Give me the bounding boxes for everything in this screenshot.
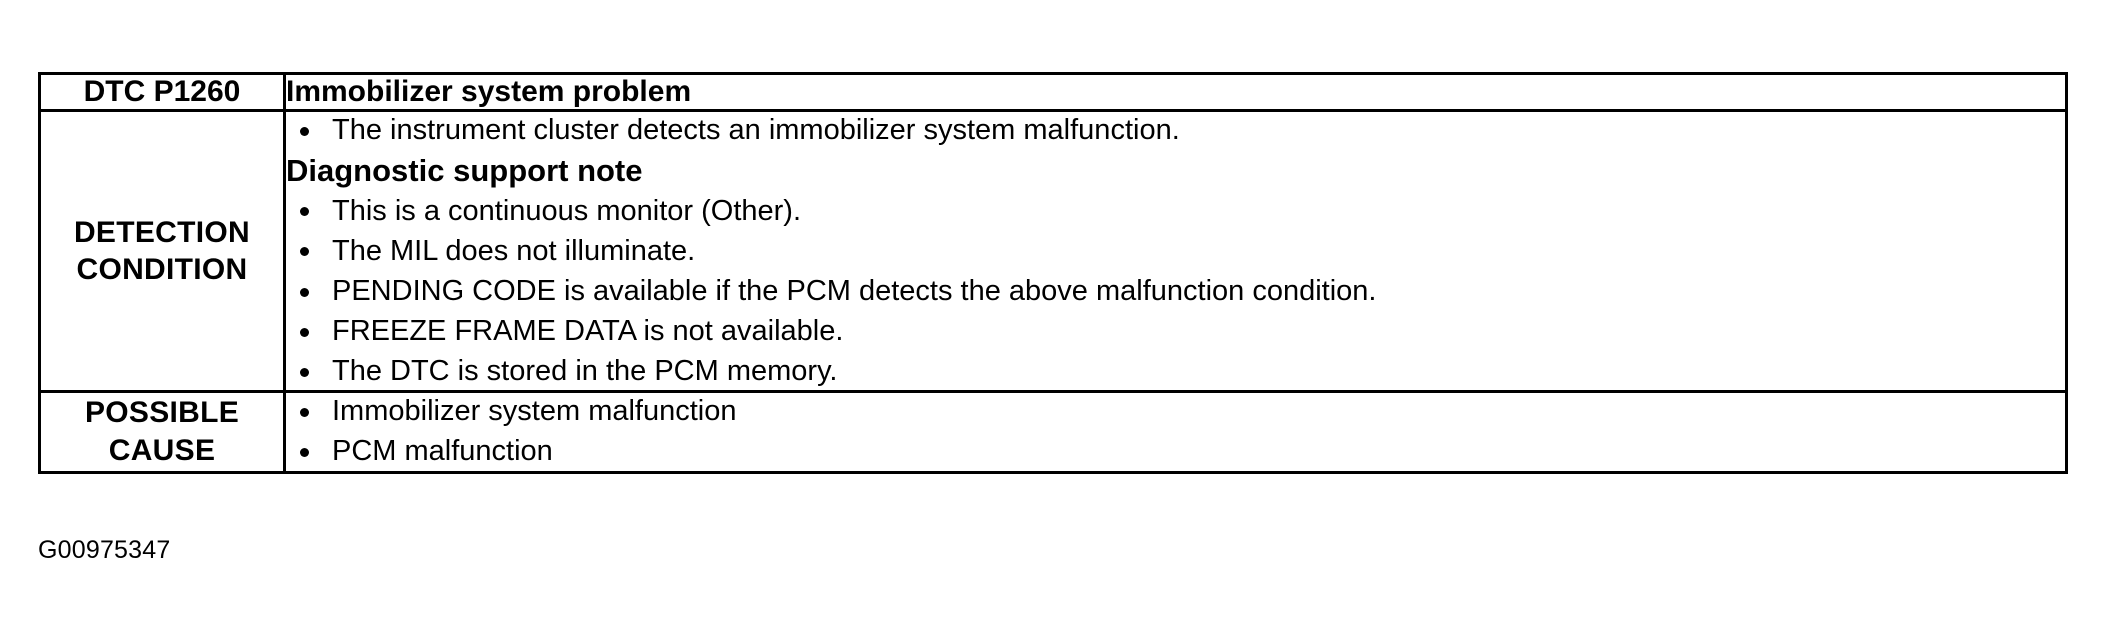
list-item: The DTC is stored in the PCM memory. bbox=[286, 353, 2065, 390]
detection-condition-label-cell: DETECTION CONDITION bbox=[38, 108, 286, 394]
bullet-dot-icon bbox=[300, 367, 309, 377]
table-row-detection-condition: DETECTION CONDITION The instrument clust… bbox=[38, 108, 2068, 394]
dtc-code-cell: DTC P1260 bbox=[38, 72, 286, 112]
possible-cause-label-line-2: CAUSE bbox=[108, 433, 216, 467]
list-item-text: The instrument cluster detects an immobi… bbox=[332, 114, 1180, 146]
list-item: PCM malfunction bbox=[286, 433, 2065, 470]
list-item-text: The DTC is stored in the PCM memory. bbox=[332, 355, 838, 388]
table-row-dtc-header: DTC P1260 Immobilizer system problem bbox=[38, 72, 2068, 112]
list-item-text: This is a continuous monitor (Other). bbox=[332, 194, 802, 227]
list-item-text: FREEZE FRAME DATA is not available. bbox=[332, 315, 844, 348]
list-item-text: Immobilizer system malfunction bbox=[332, 395, 737, 428]
detection-condition-intro-list: The instrument cluster detects an immobi… bbox=[286, 112, 2065, 149]
bullet-dot-icon bbox=[300, 327, 309, 337]
list-item: FREEZE FRAME DATA is not available. bbox=[286, 313, 2065, 350]
diagnostic-support-note-list: This is a continuous monitor (Other). Th… bbox=[286, 193, 2065, 391]
list-item: The MIL does not illuminate. bbox=[286, 233, 2065, 270]
dtc-description-cell: Immobilizer system problem bbox=[283, 72, 2068, 112]
list-item: PENDING CODE is available if the PCM det… bbox=[286, 273, 2065, 310]
list-item: The instrument cluster detects an immobi… bbox=[286, 112, 2065, 149]
bullet-dot-icon bbox=[300, 287, 309, 297]
possible-cause-label-line-1: POSSIBLE bbox=[84, 396, 240, 430]
detection-condition-content-cell: The instrument cluster detects an immobi… bbox=[283, 108, 2068, 394]
possible-cause-content-cell: Immobilizer system malfunction PCM malfu… bbox=[283, 390, 2068, 474]
dtc-diagnostic-table: DTC P1260 Immobilizer system problem DET… bbox=[38, 72, 2068, 474]
bullet-dot-icon bbox=[300, 407, 309, 417]
list-item-text: The MIL does not illuminate. bbox=[332, 234, 696, 267]
detection-condition-label-line-1: DETECTION bbox=[73, 215, 251, 249]
possible-cause-label-cell: POSSIBLE CAUSE bbox=[38, 390, 286, 474]
bullet-dot-icon bbox=[300, 207, 309, 217]
bullet-dot-icon bbox=[300, 447, 309, 457]
bullet-dot-icon bbox=[300, 126, 309, 136]
possible-cause-list: Immobilizer system malfunction PCM malfu… bbox=[286, 393, 2065, 470]
detection-condition-label-line-2: CONDITION bbox=[76, 253, 248, 287]
diagnostic-support-note-heading: Diagnostic support note bbox=[286, 153, 643, 189]
list-item-text: PENDING CODE is available if the PCM det… bbox=[332, 275, 1377, 307]
bullet-dot-icon bbox=[300, 247, 309, 257]
list-item: Immobilizer system malfunction bbox=[286, 393, 2065, 430]
list-item-text: PCM malfunction bbox=[332, 435, 553, 468]
list-item: This is a continuous monitor (Other). bbox=[286, 193, 2065, 230]
figure-reference-code: G00975347 bbox=[38, 536, 171, 564]
table-row-possible-cause: POSSIBLE CAUSE Immobilizer system malfun… bbox=[38, 390, 2068, 474]
